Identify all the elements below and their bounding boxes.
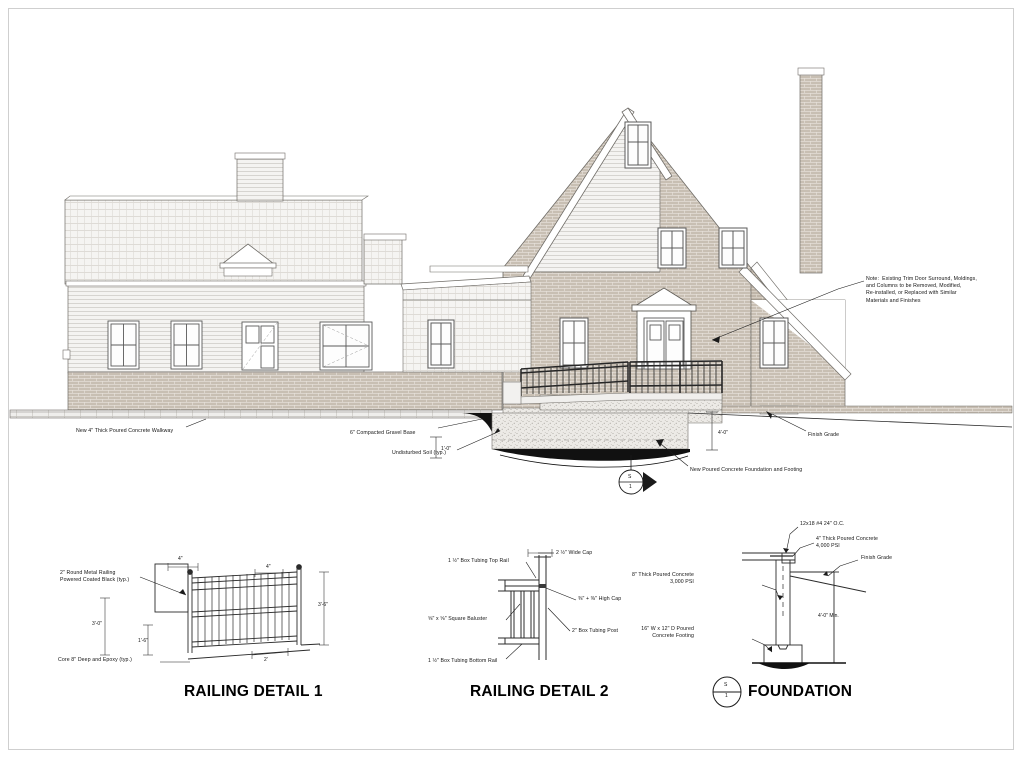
label-box-tubing-post: 2" Box Tubing Post [572, 628, 619, 634]
dim-rd1-post-height: 3'-0" [92, 621, 102, 627]
label-slab-concrete: 4" Thick Poured Concrete 4,000 PSI [816, 536, 879, 550]
label-wide-cap: 2 ½" Wide Cap [556, 550, 593, 556]
foundation-marker-top-label: S [724, 682, 728, 688]
callout-gravel-base: 6" Compacted Gravel Base [350, 430, 416, 436]
section-marker-foundation [712, 676, 742, 708]
title-railing-detail-2: RAILING DETAIL 2 [470, 683, 609, 700]
label-box-tubing-bottom-rail: 1 ½" Box Tubing Bottom Rail [428, 658, 498, 664]
title-foundation: FOUNDATION [748, 683, 853, 700]
sheet-border [8, 8, 1014, 750]
label-foundation-finish-grade: Finish Grade [861, 555, 893, 561]
title-railing-detail-1: RAILING DETAIL 1 [184, 683, 323, 700]
label-round-metal-railing: 2" Round Metal Railing Powered Coated Bl… [60, 570, 130, 584]
callout-undisturbed-soil: Undisturbed Soil (typ.) [392, 450, 447, 456]
dimension-footing-depth: 1'-0" [441, 446, 451, 452]
dim-rd1-mid-height: 1'-6" [138, 638, 148, 644]
label-wall-concrete: 8" Thick Poured Concrete 3,000 PSI [631, 572, 694, 586]
label-core-deep-epoxy: Core 8" Deep and Epoxy (typ.) [58, 657, 132, 663]
note-existing-trim: Note: Existing Trim Door Surround, Moldi… [866, 276, 977, 304]
section-marker-bottom-label: 1 [629, 484, 632, 490]
foundation-marker-bottom-label: 1 [725, 693, 728, 699]
callout-finish-grade: Finish Grade [808, 432, 840, 438]
dim-rd1-post-width-2: 4" [266, 564, 271, 570]
dimension-frost-depth: 4'-0" [718, 430, 728, 436]
callout-concrete-walkway: New 4" Thick Poured Concrete Walkway [76, 428, 174, 434]
label-high-cap: ⅜" + ⅜" High Cap [578, 596, 622, 602]
section-marker-elevation [618, 455, 657, 495]
dim-rd1-post-width-1: 4" [178, 556, 183, 562]
callout-foundation-footing: New Poured Concrete Foundation and Footi… [690, 467, 803, 473]
label-poured-footing: 16" W x 12" D Poured Concrete Footing [641, 626, 694, 640]
dim-rd1-rail-height: 3'-6" [318, 602, 328, 608]
label-square-baluster: ⅝" x ⅝" Square Baluster [428, 616, 488, 622]
label-rebar: 12x18 #4 24" O.C. [800, 521, 845, 527]
dim-foundation-frost-depth: 4'-0" Min. [818, 613, 839, 619]
section-marker-top-label: S [628, 474, 632, 480]
label-box-tubing-top-rail: 1 ½" Box Tubing Top Rail [448, 558, 509, 564]
dim-rd1-baluster-spacing: 2' [264, 657, 268, 663]
